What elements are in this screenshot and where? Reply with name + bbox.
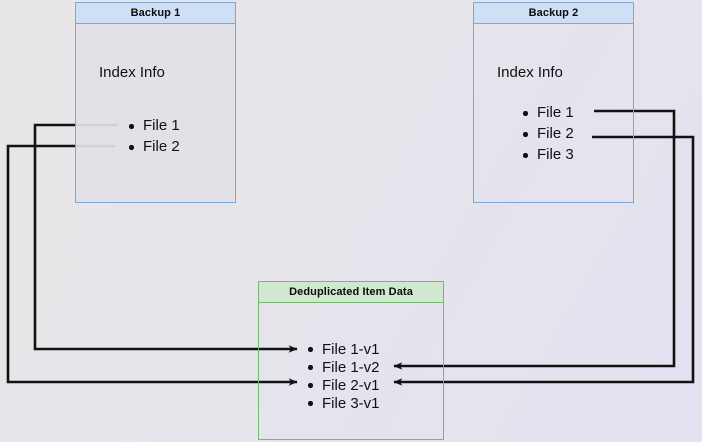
backup-1-index-info-label: Index Info xyxy=(99,64,165,81)
list-item: File 3 xyxy=(520,144,574,165)
connector-b2-file1-to-file1v2 xyxy=(393,109,676,370)
list-item: File 2 xyxy=(126,136,180,157)
list-item: File 2-v1 xyxy=(305,376,380,394)
node-backup-2-body: Index Info File 1 File 2 File 3 xyxy=(474,24,633,202)
list-item: File 1-v1 xyxy=(305,340,380,358)
node-deduplicated-item-data[interactable]: Deduplicated Item Data File 1-v1 File 1-… xyxy=(258,281,444,440)
list-item: File 3-v1 xyxy=(305,394,380,412)
backup-2-file-list: File 1 File 2 File 3 xyxy=(520,102,574,165)
node-dedup-body: File 1-v1 File 1-v2 File 2-v1 File 3-v1 xyxy=(259,303,443,439)
node-backup-2-header: Backup 2 xyxy=(474,3,633,24)
backup-1-file-list: File 1 File 2 xyxy=(126,115,180,157)
node-dedup-header: Deduplicated Item Data xyxy=(259,282,443,303)
list-item: File 2 xyxy=(520,123,574,144)
connector-b1-file2-to-file2v1 xyxy=(6,144,298,386)
list-item: File 1 xyxy=(126,115,180,136)
node-backup-2[interactable]: Backup 2 Index Info File 1 File 2 File 3 xyxy=(473,2,634,203)
list-item: File 1-v2 xyxy=(305,358,380,376)
node-backup-1-header: Backup 1 xyxy=(76,3,235,24)
list-item: File 1 xyxy=(520,102,574,123)
connector-b2-file2-to-file2v1 xyxy=(393,135,695,386)
node-backup-1[interactable]: Backup 1 Index Info File 1 File 2 xyxy=(75,2,236,203)
dedup-file-list: File 1-v1 File 1-v2 File 2-v1 File 3-v1 xyxy=(305,340,380,412)
backup-2-index-info-label: Index Info xyxy=(497,64,563,81)
node-backup-1-body: Index Info File 1 File 2 xyxy=(76,24,235,202)
